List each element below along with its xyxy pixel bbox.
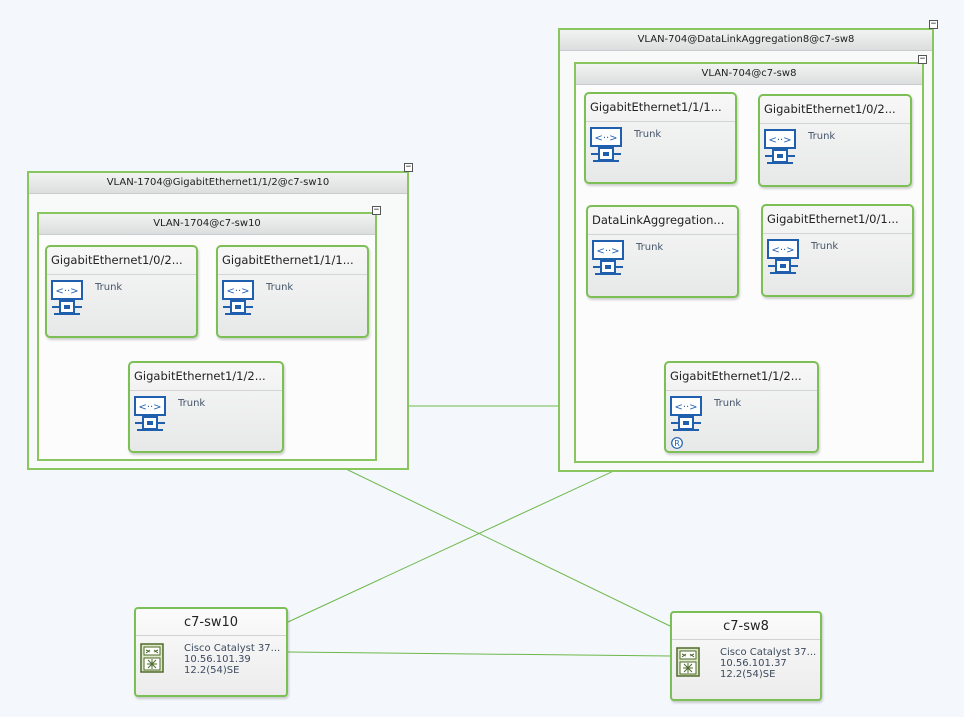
svg-text:<··>: <··> bbox=[226, 286, 249, 297]
port-name: GigabitEthernet1/1/1... bbox=[590, 100, 722, 114]
port-node[interactable]: GigabitEthernet1/0/1... <··> Trunk bbox=[761, 204, 914, 297]
port-node[interactable]: GigabitEthernet1/1/1... <··> Trunk bbox=[216, 245, 369, 338]
divider bbox=[47, 274, 196, 275]
port-node[interactable]: GigabitEthernet1/1/2... <··> R Trunk bbox=[664, 361, 819, 453]
port-node[interactable]: GigabitEthernet1/0/2... <··> Trunk bbox=[758, 94, 912, 187]
svg-text:<··>: <··> bbox=[674, 402, 697, 413]
port-mode: Trunk bbox=[266, 282, 294, 293]
ethernet-port-icon: <··> bbox=[222, 280, 254, 315]
port-name: GigabitEthernet1/1/2... bbox=[670, 369, 802, 383]
ethernet-port-icon: <··> bbox=[51, 280, 83, 315]
group-title: VLAN-1704@GigabitEthernet1/1/2@c7-sw10 bbox=[29, 173, 407, 194]
device-ip: 10.56.101.39 bbox=[184, 654, 251, 665]
device-ip: 10.56.101.37 bbox=[720, 658, 787, 669]
device-model: Cisco Catalyst 37... bbox=[720, 647, 817, 658]
port-mode: Trunk bbox=[634, 129, 662, 140]
collapse-button[interactable]: − bbox=[372, 205, 381, 215]
port-node[interactable]: GigabitEthernet1/1/1... <··> Trunk bbox=[584, 92, 737, 184]
port-mode: Trunk bbox=[811, 241, 839, 252]
badge-letter: R bbox=[674, 439, 680, 448]
ethernet-port-icon: <··> bbox=[134, 396, 166, 431]
ethernet-port-icon: <··> bbox=[670, 396, 702, 431]
divider bbox=[760, 123, 910, 124]
divider bbox=[130, 390, 282, 391]
group-title: VLAN-704@c7-sw8 bbox=[576, 64, 922, 85]
port-name: GigabitEthernet1/1/1... bbox=[222, 253, 354, 267]
device-node-sw10[interactable]: c7-sw10 Cisco Catalyst 37... 10.56.101.3… bbox=[134, 607, 288, 697]
svg-text:<··>: <··> bbox=[594, 133, 617, 144]
svg-text:<··>: <··> bbox=[596, 246, 619, 257]
svg-text:<··>: <··> bbox=[771, 245, 794, 256]
link-sw10-sw8[interactable] bbox=[287, 651, 671, 657]
device-details: Cisco Catalyst 37... 10.56.101.37 12.2(5… bbox=[720, 647, 816, 680]
switch-icon bbox=[140, 643, 164, 673]
ethernet-port-icon: <··> bbox=[592, 240, 624, 275]
ethernet-port-icon: <··> bbox=[764, 129, 796, 164]
group-title: VLAN-704@DataLinkAggregation8@c7-sw8 bbox=[560, 30, 932, 51]
divider bbox=[586, 121, 735, 122]
device-name: c7-sw10 bbox=[183, 615, 239, 630]
port-mode: Trunk bbox=[178, 398, 206, 409]
svg-text:<··>: <··> bbox=[768, 135, 791, 146]
divider bbox=[672, 639, 820, 640]
divider bbox=[763, 233, 912, 234]
link-sw10port-sw8[interactable] bbox=[283, 438, 671, 627]
registered-badge-icon: R bbox=[671, 437, 683, 449]
collapse-button[interactable]: − bbox=[929, 19, 938, 29]
device-version: 12.2(54)SE bbox=[720, 669, 776, 680]
port-name: DataLinkAggregation... bbox=[592, 213, 725, 227]
port-name: GigabitEthernet1/0/2... bbox=[51, 253, 183, 267]
device-version: 12.2(54)SE bbox=[184, 665, 240, 676]
link-sw10-sw8port[interactable] bbox=[287, 442, 675, 623]
group-title: VLAN-1704@c7-sw10 bbox=[39, 214, 375, 235]
collapse-button[interactable]: − bbox=[404, 162, 413, 172]
port-name: GigabitEthernet1/1/2... bbox=[134, 369, 266, 383]
port-node[interactable]: GigabitEthernet1/1/2... <··> Trunk bbox=[128, 361, 284, 453]
switch-icon bbox=[676, 647, 700, 677]
divider bbox=[136, 635, 286, 636]
divider bbox=[218, 274, 367, 275]
port-mode: Trunk bbox=[95, 282, 123, 293]
device-details: Cisco Catalyst 37... 10.56.101.39 12.2(5… bbox=[184, 643, 280, 676]
collapse-button[interactable]: − bbox=[918, 54, 927, 64]
port-mode: Trunk bbox=[714, 398, 742, 409]
device-model: Cisco Catalyst 37... bbox=[184, 643, 281, 654]
ethernet-port-icon: <··> bbox=[767, 239, 799, 274]
port-node[interactable]: DataLinkAggregation... <··> Trunk bbox=[586, 205, 739, 298]
port-mode: Trunk bbox=[636, 242, 664, 253]
svg-text:<··>: <··> bbox=[55, 286, 78, 297]
port-node[interactable]: GigabitEthernet1/0/2... <··> Trunk bbox=[45, 245, 198, 338]
svg-text:<··>: <··> bbox=[138, 402, 161, 413]
divider bbox=[666, 390, 817, 391]
device-node-sw8[interactable]: c7-sw8 Cisco Catalyst 37... 10.56.101.37… bbox=[670, 611, 822, 701]
ethernet-port-icon: <··> bbox=[590, 127, 622, 162]
port-name: GigabitEthernet1/0/2... bbox=[764, 102, 896, 116]
port-name: GigabitEthernet1/0/1... bbox=[767, 212, 899, 226]
divider bbox=[588, 234, 737, 235]
device-name: c7-sw8 bbox=[723, 619, 769, 634]
port-mode: Trunk bbox=[808, 131, 836, 142]
